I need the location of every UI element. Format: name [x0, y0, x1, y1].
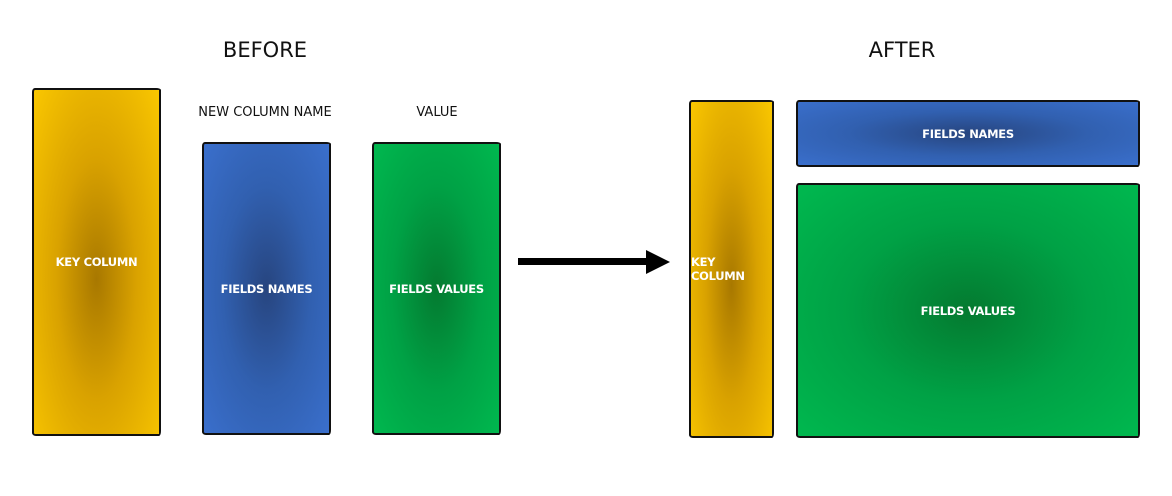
after-fields-values: FIELDS VALUES: [796, 183, 1140, 438]
arrow-right-icon: [646, 250, 670, 274]
after-title: AFTER: [868, 38, 936, 62]
transform-arrow-shaft: [518, 258, 650, 265]
before-fields-values-text: FIELDS VALUES: [389, 281, 484, 296]
after-fields-values-text: FIELDS VALUES: [920, 303, 1016, 318]
after-fields-names: FIELDS NAMES: [796, 100, 1140, 167]
new-column-name-label: NEW COLUMN NAME: [198, 105, 332, 120]
after-key-column: KEY COLUMN: [689, 100, 774, 438]
value-label: VALUE: [416, 105, 458, 120]
after-key-column-text: KEY COLUMN: [691, 255, 745, 283]
before-key-column: KEY COLUMN: [32, 88, 161, 436]
before-title: BEFORE: [222, 38, 308, 62]
before-fields-values: FIELDS VALUES: [372, 142, 501, 435]
before-fields-names: FIELDS NAMES: [202, 142, 331, 435]
before-key-column-text: KEY COLUMN: [55, 255, 138, 269]
before-fields-names-text: FIELDS NAMES: [220, 281, 313, 296]
after-fields-names-text: FIELDS NAMES: [922, 126, 1014, 141]
